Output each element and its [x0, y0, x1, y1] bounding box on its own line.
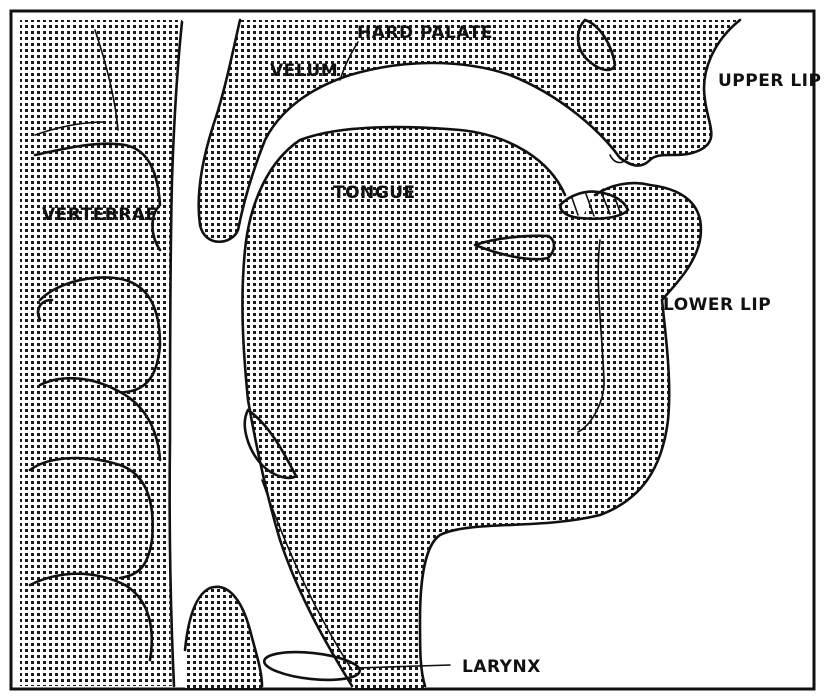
label-hard-palate: HARD PALATE [357, 23, 493, 43]
vertebrae-region [20, 20, 182, 686]
label-velum: VELUM [270, 61, 338, 81]
tongue-region [242, 127, 700, 688]
label-lower-lip: LOWER LIP [663, 295, 771, 315]
label-upper-lip: UPPER LIP [718, 71, 821, 91]
label-tongue: TONGUE [333, 183, 416, 203]
label-vertebrae: VERTEBRAE [42, 205, 158, 225]
label-larynx: LARYNX [462, 657, 541, 677]
